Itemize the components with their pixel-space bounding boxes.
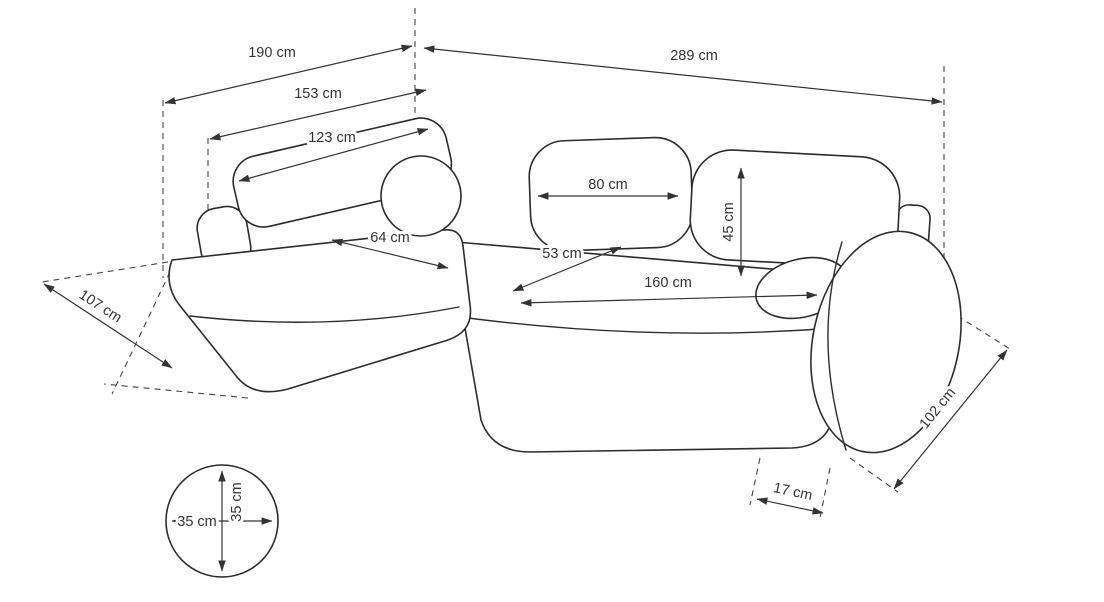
dim-123-arrow: [238, 128, 429, 182]
dim-17-label: 17 cm: [772, 480, 814, 504]
dim-123-label: 123 cm: [308, 130, 356, 146]
chaise-front-seam: [189, 306, 460, 323]
extension-line-back-left: [41, 261, 169, 283]
right-armrest-seam: [827, 241, 847, 451]
dimension-arrows: [43, 44, 1008, 515]
dim-53-label: 53 cm: [542, 246, 582, 262]
dim-190-arrow: [164, 44, 413, 105]
sofa-drawing: [168, 117, 962, 454]
dim-102-arrow: [893, 349, 1008, 490]
dim-pillow-width-label: 35 cm: [177, 514, 217, 530]
extension-line-floor-left-a: [111, 271, 171, 395]
round-pillow: [380, 155, 462, 237]
dim-64-label: 64 cm: [370, 230, 410, 246]
dim-53-arrow: [512, 246, 622, 292]
dim-45-label: 45 cm: [721, 202, 737, 242]
dim-107-arrow: [43, 283, 173, 369]
dim-17-arrow: [756, 497, 824, 515]
dim-289-arrow: [423, 45, 943, 105]
pillow-detail: 35 cm 35 cm: [165, 464, 279, 578]
corner-chaise-seat: [168, 229, 472, 393]
dim-80-label: 80 cm: [588, 177, 628, 193]
extension-line-floor-left-b: [103, 383, 249, 399]
dim-pillow-height-label: 35 cm: [229, 482, 245, 522]
dim-160-arrow: [520, 291, 818, 307]
extension-line-right-bottom-diagonal: [849, 457, 899, 493]
dim-289-label: 289 cm: [670, 48, 718, 64]
extension-line-armrest-front-b: [819, 467, 831, 519]
dim-64-arrow: [331, 238, 449, 270]
dim-190-label: 190 cm: [248, 45, 296, 61]
dim-153-label: 153 cm: [294, 86, 342, 102]
dim-160-label: 160 cm: [644, 275, 692, 291]
extension-line-armrest-front-a: [749, 457, 761, 506]
main-seat-front-seam: [467, 317, 835, 334]
middle-back-cushion: [528, 136, 694, 252]
